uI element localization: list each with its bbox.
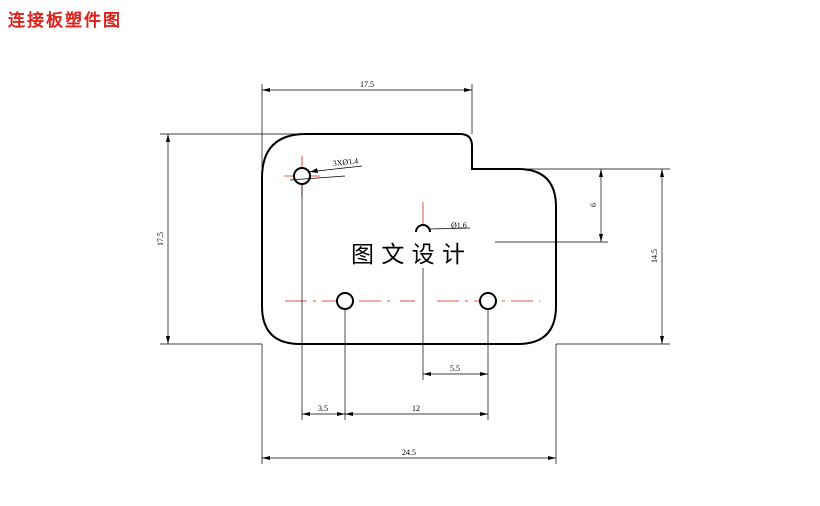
dim-text-step-height: 6	[589, 203, 598, 207]
arrow	[423, 372, 431, 376]
arrow	[345, 412, 353, 416]
dim-text-24-5: 24.5	[402, 448, 416, 457]
arrow	[337, 412, 345, 416]
hole-center	[415, 224, 431, 233]
dim-text-holes-callout: 3XØ1.4	[332, 156, 358, 168]
arrow	[660, 169, 664, 177]
leader-holes-2	[289, 175, 346, 181]
arrow	[660, 336, 664, 344]
arrow	[599, 234, 603, 242]
dim-text-right-height: 14.5	[650, 249, 659, 263]
arrow	[599, 169, 603, 177]
arrow	[302, 412, 310, 416]
dimension-lines	[160, 84, 670, 464]
arrow	[310, 168, 318, 173]
dim-text-center-hole: Ø1.6	[451, 221, 467, 230]
arrow	[464, 88, 472, 92]
arrow	[262, 456, 270, 460]
arrow	[548, 456, 556, 460]
arrow	[166, 134, 170, 142]
dim-text-12: 12	[412, 404, 420, 413]
hole-3	[479, 292, 497, 310]
watermark-text: 图 文 设 计	[351, 242, 465, 268]
dim-text-3-5: 3.5	[318, 404, 328, 413]
part-outline	[261, 133, 557, 345]
arrow	[262, 88, 270, 92]
arrowheads	[166, 88, 664, 460]
arrow	[480, 372, 488, 376]
leader-center-hole	[428, 227, 471, 230]
arrow	[480, 412, 488, 416]
dim-text-5-5: 5.5	[450, 364, 460, 373]
drawing-title: 连接板塑件图	[8, 11, 122, 31]
watermark-bg	[333, 236, 483, 268]
arrow	[166, 336, 170, 344]
hole-2	[336, 292, 354, 310]
dim-text-top-width: 17.5	[360, 80, 374, 89]
hole-1	[293, 167, 311, 185]
dim-text-left-height: 17.5	[156, 232, 165, 246]
